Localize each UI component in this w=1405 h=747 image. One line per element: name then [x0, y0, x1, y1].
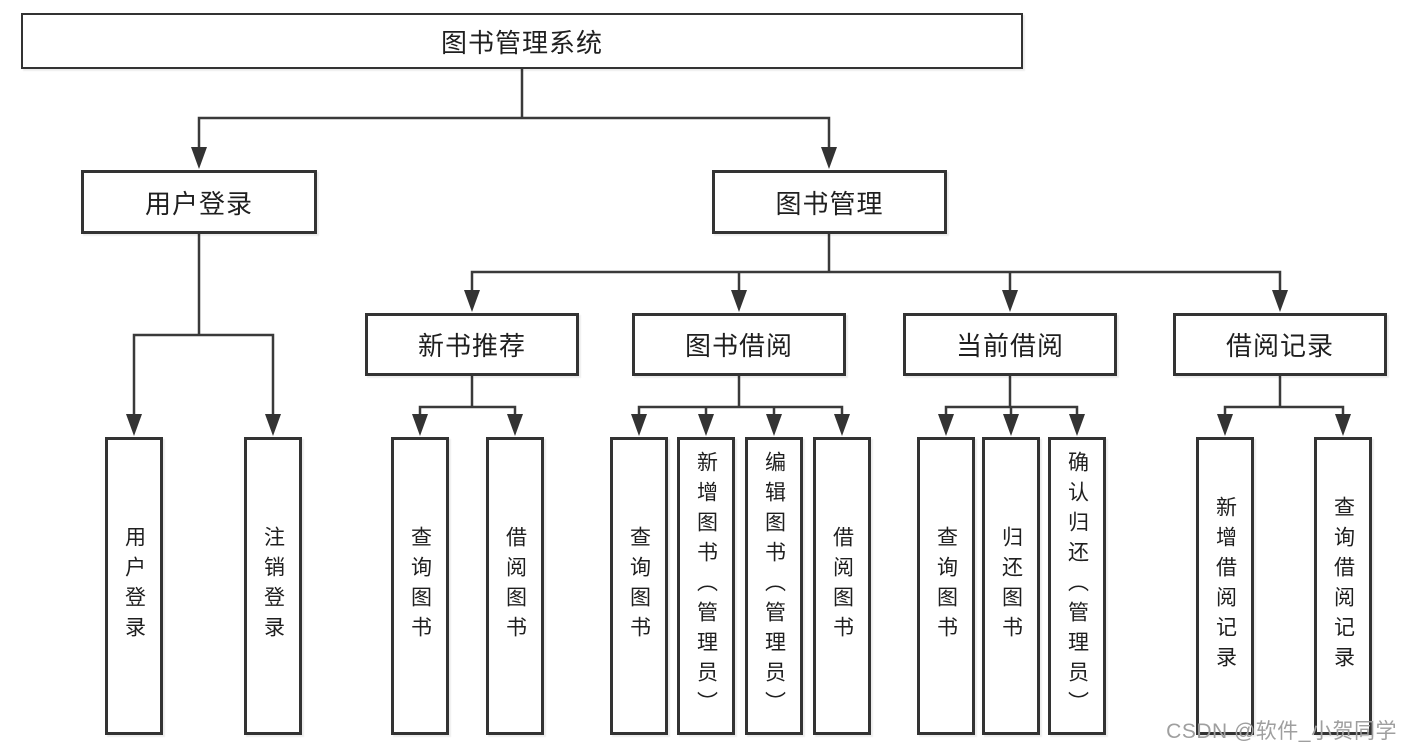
- node-book-management: 图书管理: [712, 170, 947, 234]
- leaf-br-add-borrow-record-label: 新增借阅记录: [1213, 496, 1237, 676]
- node-borrow-records: 借阅记录: [1173, 313, 1387, 376]
- leaf-bb-add-books-admin-label: 新增图书（管理员）: [694, 451, 718, 721]
- leaf-cb-return-books: 归还图书: [982, 437, 1040, 735]
- leaf-bb-add-books-admin: 新增图书（管理员）: [677, 437, 735, 735]
- leaf-logout: 注销登录: [244, 437, 302, 735]
- leaf-cb-return-books-label: 归还图书: [999, 526, 1023, 646]
- watermark: CSDN @软件_小贺同学: [1166, 720, 1397, 743]
- leaf-cb-query-books: 查询图书: [917, 437, 975, 735]
- leaf-cb-confirm-return-admin-label: 确认归还（管理员）: [1065, 451, 1089, 721]
- node-new-book-recommend: 新书推荐: [365, 313, 579, 376]
- node-book-management-label: 图书管理: [775, 188, 884, 219]
- leaf-nb-borrow-books-label: 借阅图书: [503, 526, 527, 646]
- connector-book-management-branch: [470, 232, 1282, 297]
- leaf-logout-label: 注销登录: [261, 526, 285, 646]
- leaf-user-login: 用户登录: [105, 437, 163, 735]
- leaf-user-login-label: 用户登录: [122, 526, 146, 646]
- leaf-br-query-borrow-record-label: 查询借阅记录: [1331, 496, 1355, 676]
- node-root: 图书管理系统: [21, 13, 1023, 69]
- leaf-cb-confirm-return-admin: 确认归还（管理员）: [1048, 437, 1106, 735]
- leaf-br-add-borrow-record: 新增借阅记录: [1196, 437, 1254, 735]
- leaf-bb-query-books: 查询图书: [610, 437, 668, 735]
- leaf-nb-query-books: 查询图书: [391, 437, 449, 735]
- node-user-login: 用户登录: [81, 170, 317, 234]
- leaf-bb-query-books-label: 查询图书: [627, 526, 651, 646]
- connector-borrow-records-branch: [1223, 374, 1345, 421]
- leaf-nb-borrow-books: 借阅图书: [486, 437, 544, 735]
- node-book-borrow-label: 图书借阅: [684, 331, 793, 361]
- node-root-label: 图书管理系统: [440, 27, 603, 58]
- arrowhead-icons: [126, 147, 1351, 436]
- leaf-bb-edit-books-admin-label: 编辑图书（管理员）: [762, 451, 786, 721]
- connector-book-borrow-branch: [637, 374, 844, 421]
- leaf-bb-edit-books-admin: 编辑图书（管理员）: [745, 437, 803, 735]
- leaf-nb-query-books-label: 查询图书: [408, 526, 432, 646]
- leaf-bb-borrow-books: 借阅图书: [813, 437, 871, 735]
- connector-user-login-branch: [132, 232, 275, 421]
- node-book-borrow: 图书借阅: [632, 313, 846, 376]
- connector-current-borrow-branch: [944, 374, 1079, 421]
- node-new-book-recommend-label: 新书推荐: [417, 331, 526, 361]
- node-user-login-label: 用户登录: [144, 188, 253, 219]
- connector-root-to-level2: [197, 67, 831, 153]
- leaf-cb-query-books-label: 查询图书: [934, 526, 958, 646]
- leaf-br-query-borrow-record: 查询借阅记录: [1314, 437, 1372, 735]
- node-current-borrow: 当前借阅: [903, 313, 1117, 376]
- node-current-borrow-label: 当前借阅: [955, 331, 1064, 361]
- node-borrow-records-label: 借阅记录: [1225, 331, 1334, 361]
- leaf-bb-borrow-books-label: 借阅图书: [830, 526, 854, 646]
- connector-new-book-branch: [418, 374, 517, 421]
